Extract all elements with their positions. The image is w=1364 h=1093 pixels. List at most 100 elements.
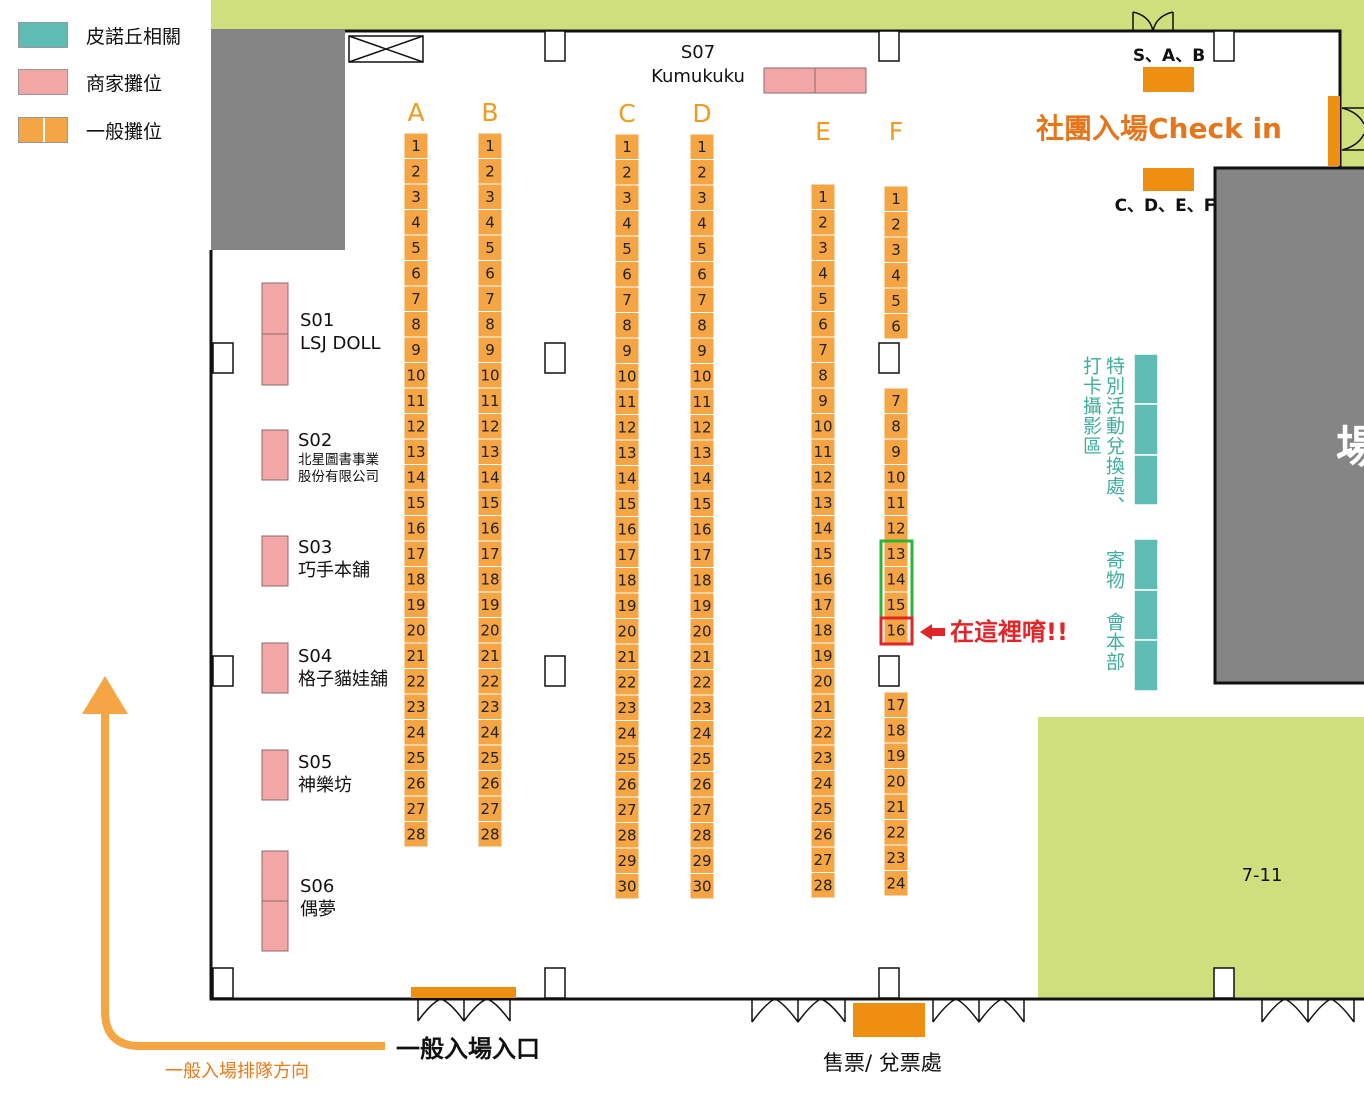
row-b: 1234567891011121314151617181920212223242… <box>477 132 503 848</box>
pillar <box>878 967 900 999</box>
booth-number: 8 <box>411 316 421 334</box>
booth-c-22 <box>614 669 640 696</box>
booth-number: 23 <box>406 698 425 716</box>
booth-number: 17 <box>406 545 425 563</box>
booth-number: 27 <box>480 800 499 818</box>
vendor-code: S03 <box>298 537 333 558</box>
booth-d-10 <box>689 363 715 390</box>
booth-c-21 <box>614 643 640 670</box>
booth-a-1 <box>403 132 429 159</box>
booth-number: 22 <box>813 724 832 742</box>
booth-d-17 <box>689 541 715 568</box>
booth-d-21 <box>689 643 715 670</box>
door-ticket-left <box>751 998 846 1023</box>
booth-c-24 <box>614 720 640 747</box>
booth-number: 27 <box>813 851 832 869</box>
legend-label-pinocchio: 皮諾丘相關 <box>86 25 182 48</box>
pillar <box>544 342 566 374</box>
booth-b-17 <box>477 540 503 567</box>
structure-block-left <box>211 29 345 250</box>
booth-number: 18 <box>406 571 425 589</box>
booth-number: 21 <box>617 648 636 666</box>
booth-f-2 <box>883 211 909 238</box>
main-entrance-label: 一般入場入口 <box>396 1035 540 1063</box>
booth-number: 24 <box>692 725 711 743</box>
booth-number: 8 <box>818 367 828 385</box>
booth-b-13 <box>477 438 503 465</box>
booth-c-28 <box>614 822 640 849</box>
booth-b-7 <box>477 285 503 312</box>
booth-a-28 <box>403 821 429 848</box>
booth-number: 19 <box>406 596 425 614</box>
booth-number: 13 <box>617 444 636 462</box>
booth-number: 29 <box>617 852 636 870</box>
booth-f-4 <box>883 262 909 289</box>
booth-e-15 <box>810 540 836 567</box>
booth-number: 18 <box>480 571 499 589</box>
booth-number: 2 <box>697 164 707 182</box>
booth-c-18 <box>614 567 640 594</box>
vendor-booth-s02 <box>261 429 289 481</box>
vendor-booth-s03 <box>261 535 289 587</box>
booth-c-27 <box>614 796 640 823</box>
booth-number: 24 <box>617 725 636 743</box>
booth-number: 11 <box>813 443 832 461</box>
booth-number: 6 <box>697 266 707 284</box>
booth-number: 11 <box>692 393 711 411</box>
row-heading-e: E <box>815 117 831 146</box>
pillar <box>544 967 566 999</box>
booth-number: 12 <box>692 419 711 437</box>
booth-c-9 <box>614 337 640 364</box>
booth-c-13 <box>614 439 640 466</box>
row-d: 1234567891011121314151617181920212223242… <box>689 133 715 900</box>
booth-number: 5 <box>697 240 707 258</box>
row-heading-d: D <box>692 99 711 128</box>
booth-number: 26 <box>617 776 636 794</box>
booth-number: 13 <box>692 444 711 462</box>
booth-b-20 <box>477 617 503 644</box>
booth-number: 5 <box>411 239 421 257</box>
hall-label-partial: 場 <box>1336 422 1364 473</box>
booth-number: 17 <box>692 546 711 564</box>
booth-e-20 <box>810 668 836 695</box>
booth-number: 7 <box>891 392 901 410</box>
doors <box>417 11 1364 1023</box>
booth-number: 16 <box>813 571 832 589</box>
booth-number: 17 <box>480 545 499 563</box>
booth-number: 14 <box>406 469 425 487</box>
vendor-label-s02: S02 北星圖書事業 股份有限公司 <box>298 430 379 486</box>
booth-f-11 <box>883 489 909 516</box>
booth-b-19 <box>477 591 503 618</box>
booth-number: 12 <box>406 418 425 436</box>
booth-number: 12 <box>886 520 905 538</box>
booth-d-5 <box>689 235 715 262</box>
booth-number: 4 <box>891 267 901 285</box>
checkin-desk-sab <box>1143 67 1194 92</box>
booth-number: 1 <box>697 138 707 156</box>
booth-a-2 <box>403 158 429 185</box>
vendor-booth-s01 <box>261 282 289 335</box>
booth-number: 6 <box>485 265 495 283</box>
vendor-label-s06: S06 偶夢 <box>300 875 336 921</box>
booth-a-19 <box>403 591 429 618</box>
booth-a-6 <box>403 260 429 287</box>
booth-number: 27 <box>692 801 711 819</box>
booth-e-4 <box>810 260 836 287</box>
vendor-code: S01 <box>300 310 335 331</box>
booth-number: 22 <box>886 824 905 842</box>
booth-number: 23 <box>813 749 832 767</box>
booth-f-9 <box>883 438 909 465</box>
vendor-name-s07: Kumukuku <box>651 66 745 87</box>
booth-e-28 <box>810 872 836 899</box>
booth-f-15 <box>883 591 909 618</box>
booth-number: 10 <box>406 367 425 385</box>
storage-box <box>348 35 424 63</box>
vendor-name: 巧手本舖 <box>298 560 370 581</box>
booth-number: 9 <box>485 341 495 359</box>
pillar <box>878 30 900 62</box>
booth-a-3 <box>403 183 429 210</box>
booth-number: 23 <box>692 699 711 717</box>
booth-number: 2 <box>818 214 828 232</box>
